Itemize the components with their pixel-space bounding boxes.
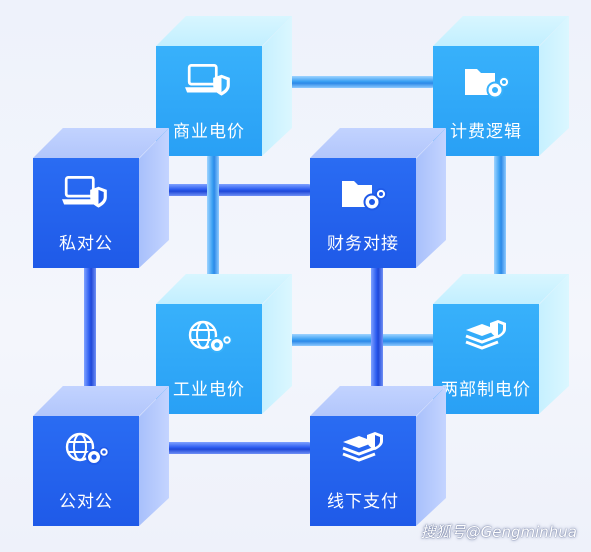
globe-gear-icon (65, 432, 110, 465)
node-gongye-dianjia: 工业电价 (156, 274, 292, 414)
folder-gear-icon (342, 181, 387, 211)
node-xianxia-zhifu: 线下支付 (310, 386, 446, 526)
node-label: 两部制电价 (441, 380, 531, 400)
node-label: 商业电价 (173, 122, 245, 142)
node-label: 私对公 (59, 234, 113, 254)
laptop-shield-icon (185, 64, 230, 96)
connector-siduigong-gongduigong (84, 262, 96, 396)
cube-front-face: 商业电价 (156, 46, 262, 156)
cube-front-face: 工业电价 (156, 304, 262, 414)
connector-shangye-jifei (272, 76, 437, 88)
globe-gear-icon (188, 320, 233, 353)
cube-front-face: 线下支付 (310, 416, 416, 526)
connector-gongduigong-xianxia (148, 442, 314, 454)
node-gongduigong: 公对公 (33, 386, 169, 526)
node-label: 线下支付 (327, 492, 399, 512)
connector-caiwu-xianxia (371, 262, 383, 396)
cube-front-face: 计费逻辑 (433, 46, 539, 156)
node-shangye-dianjia: 商业电价 (156, 16, 292, 156)
connector-jifei-liangbu (494, 152, 506, 288)
connector-siduigong-caiwu (148, 184, 314, 196)
node-label: 工业电价 (173, 380, 245, 400)
folder-gear-icon (465, 69, 510, 99)
cube-front-face: 公对公 (33, 416, 139, 526)
node-label: 公对公 (59, 492, 113, 512)
connector-shangye-gongye (207, 152, 219, 288)
node-label: 计费逻辑 (450, 122, 522, 142)
cube-front-face: 私对公 (33, 158, 139, 268)
cube-front-face: 财务对接 (310, 158, 416, 268)
connector-gongye-liangbu (270, 334, 438, 346)
watermark-text: 搜狐号@Gengminhua (420, 523, 577, 541)
node-jifei-luoji: 计费逻辑 (433, 16, 569, 156)
node-label: 财务对接 (327, 234, 399, 254)
layers-shield-icon (465, 320, 506, 350)
node-liangbuzhi-dianjia: 两部制电价 (433, 274, 569, 414)
node-caiwu-duijie: 财务对接 (310, 128, 446, 268)
layers-shield-icon (342, 432, 383, 462)
laptop-shield-icon (62, 176, 107, 208)
node-siduigong: 私对公 (33, 128, 169, 268)
cube-front-face: 两部制电价 (433, 304, 539, 414)
